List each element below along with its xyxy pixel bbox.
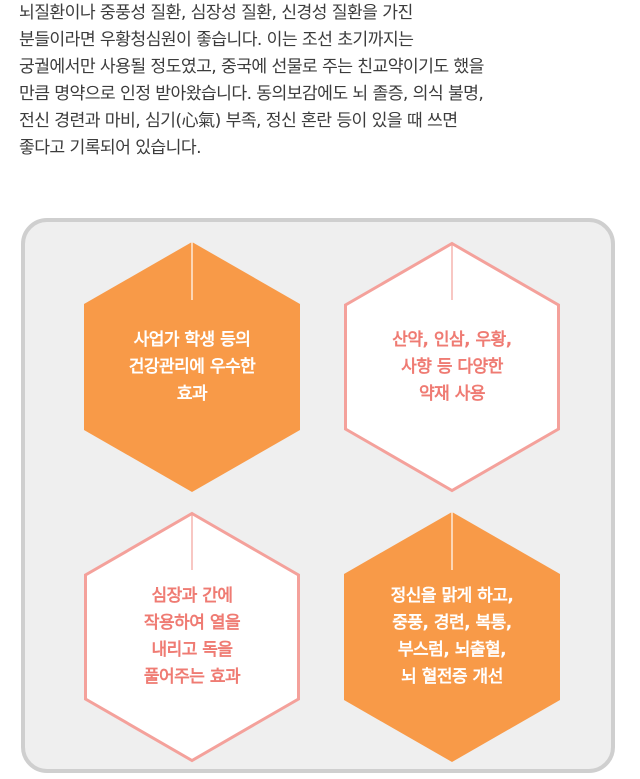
intro-line: 뇌질환이나 중풍성 질환, 심장성 질환, 신경성 질환을 가진 — [19, 3, 413, 23]
hexagon-shape — [344, 512, 560, 762]
hexagon-shape — [84, 242, 300, 492]
effect-hexagon-health-care: 사업가 학생 등의 건강관리에 우수한 효과 — [84, 242, 300, 492]
effect-hexagon-ingredients: 산약, 인삼, 우황, 사향 등 다양한 약재 사용 — [344, 241, 560, 493]
effect-text-line: 풀어주는 효과 — [143, 667, 241, 687]
effect-text-line: 부스럼, 뇌출혈, — [397, 640, 507, 660]
effect-text: 사업가 학생 등의 건강관리에 우수한 효과 — [104, 242, 280, 492]
intro-line: 궁궐에서만 사용될 정도였고, 중국에 선물로 주는 친교약이기도 했을 — [19, 57, 484, 77]
hexagon-shape — [84, 511, 300, 763]
effect-text-line: 작용하여 열을 — [143, 613, 241, 633]
effect-text-line: 내리고 독을 — [151, 640, 233, 660]
hexagon-outline — [344, 241, 560, 493]
effect-text-line: 효과 — [176, 383, 208, 404]
effect-text-line: 사업가 학생 등의 — [133, 329, 251, 350]
intro-line: 분들이라면 우황청심원이 좋습니다. 이는 조선 초기까지는 — [19, 30, 414, 50]
intro-line: 만큼 명약으로 인정 받아왔습니다. 동의보감에도 뇌 졸증, 의식 불명, — [19, 84, 484, 104]
effect-hexagon-heart-liver: 심장과 간에 작용하여 열을 내리고 독을 풀어주는 효과 — [84, 511, 300, 763]
effects-panel: 사업가 학생 등의 건강관리에 우수한 효과 산약, 인삼, 우황, 사향 등 … — [21, 218, 615, 773]
effect-text-line: 건강관리에 우수한 — [128, 356, 256, 377]
effect-text: 산약, 인삼, 우황, 사향 등 다양한 약재 사용 — [364, 242, 540, 492]
effect-hexagon-mental-clarity: 정신을 맑게 하고, 중풍, 경련, 복통, 부스럼, 뇌출혈, 뇌 혈전증 개… — [344, 512, 560, 762]
effect-text-line: 약재 사용 — [419, 383, 485, 404]
effect-text-line: 뇌 혈전증 개선 — [401, 667, 503, 687]
hexagon-fill — [84, 242, 300, 492]
effect-text-line: 중풍, 경련, 복통, — [392, 613, 512, 633]
effect-text: 심장과 간에 작용하여 열을 내리고 독을 풀어주는 효과 — [104, 512, 280, 762]
effect-text-line: 산약, 인삼, 우황, — [392, 329, 512, 350]
effect-text: 정신을 맑게 하고, 중풍, 경련, 복통, 부스럼, 뇌출혈, 뇌 혈전증 개… — [364, 512, 540, 762]
intro-line: 전신 경련과 마비, 심기(心氣) 부족, 정신 혼란 등이 있을 때 쓰면 — [19, 111, 458, 131]
hexagon-fill — [344, 512, 560, 762]
hexagon-outline — [84, 511, 300, 763]
intro-paragraph: 뇌질환이나 중풍성 질환, 심장성 질환, 신경성 질환을 가진 분들이라면 우… — [19, 0, 629, 162]
effect-text-line: 심장과 간에 — [151, 586, 233, 606]
intro-line: 좋다고 기록되어 있습니다. — [19, 138, 202, 158]
hexagon-shape — [344, 241, 560, 493]
effect-text-line: 정신을 맑게 하고, — [390, 586, 514, 606]
effect-text-line: 사향 등 다양한 — [401, 356, 503, 377]
